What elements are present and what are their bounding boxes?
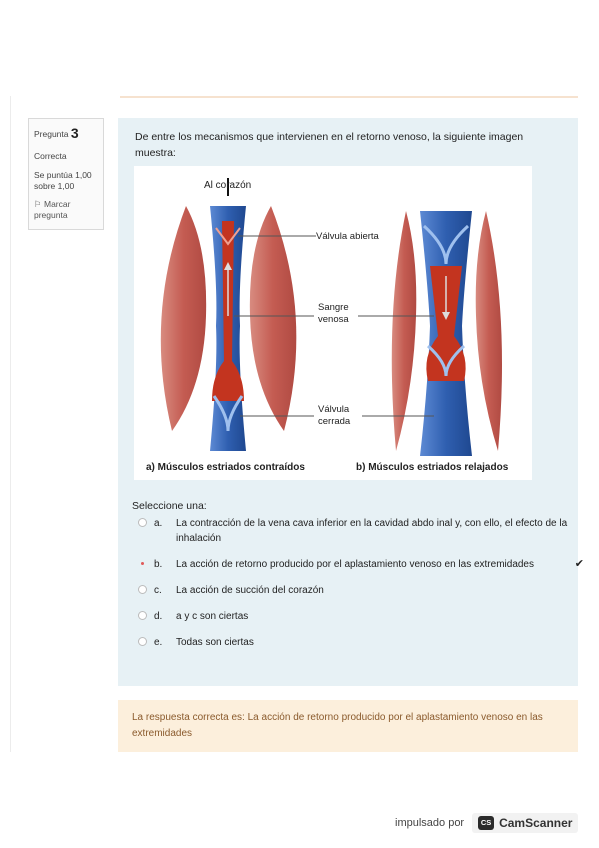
correct-check-icon: ✔	[574, 558, 584, 570]
radio-c[interactable]	[138, 585, 147, 594]
question-number: Pregunta 3	[34, 125, 98, 141]
answer-option-b[interactable]: b. La acción de retorno producido por el…	[138, 557, 584, 572]
flag-label-1: Marcar	[44, 198, 71, 209]
answer-option-d[interactable]: d. a y c son ciertas	[138, 609, 568, 624]
label-closed-valve-2: cerrada	[318, 416, 351, 427]
answer-letter: e.	[154, 637, 163, 648]
label-blood-2: venosa	[318, 314, 349, 325]
answer-letter: c.	[154, 585, 162, 596]
caption-a: a) Músculos estriados contraídos	[146, 462, 305, 473]
contracted-vein	[210, 178, 246, 451]
grade-line-2: sobre 1,00	[34, 181, 75, 192]
camscanner-badge: CS CamScanner	[472, 813, 579, 833]
grade-line-1: Se puntúa 1,00	[34, 170, 92, 180]
radio-b-selected[interactable]	[138, 559, 147, 568]
question-number-value: 3	[70, 125, 79, 141]
answer-letter: a.	[154, 518, 163, 529]
label-open-valve: Válvula abierta	[316, 231, 380, 242]
question-panel: De entre los mecanismos que intervienen …	[118, 118, 584, 686]
answer-option-e[interactable]: e. Todas son ciertas	[138, 635, 568, 650]
relaxed-vein	[420, 211, 472, 456]
answer-letter: b.	[154, 559, 163, 570]
answer-prompt: Seleccione una:	[132, 500, 207, 512]
contracted-muscles	[160, 206, 297, 431]
answer-text: Todas son ciertas	[176, 637, 254, 648]
question-info-panel: Pregunta 3 Correcta Se puntúa 1,00 sobre…	[28, 118, 104, 230]
label-closed-valve-1: Válvula	[318, 404, 350, 415]
answer-letter: d.	[154, 611, 163, 622]
answer-option-c[interactable]: c. La acción de succión del corazón	[138, 583, 568, 598]
radio-d[interactable]	[138, 611, 147, 620]
question-label: Pregunta	[34, 129, 69, 139]
answer-text: La acción de retorno producido por el ap…	[176, 559, 534, 570]
venous-return-figure: Al corazón Válvula abierta Sangre venosa…	[134, 166, 532, 480]
flag-label-2: pregunta	[34, 210, 68, 221]
flag-question-link[interactable]: ⚐ Marcar pregunta	[34, 199, 98, 222]
answer-text: a y c son ciertas	[176, 611, 249, 622]
left-border	[10, 96, 11, 752]
camscanner-brand: CamScanner	[499, 816, 573, 830]
flag-icon: ⚐	[34, 198, 42, 209]
question-text: De entre los mecanismos que intervienen …	[135, 131, 524, 159]
label-blood-1: Sangre	[318, 302, 349, 313]
camscanner-logo-icon: CS	[478, 816, 495, 830]
question-grade: Se puntúa 1,00 sobre 1,00	[34, 170, 98, 193]
answer-text: La contracción de la vena cava inferior …	[176, 518, 568, 544]
relaxed-muscles	[391, 211, 502, 451]
answer-option-a[interactable]: a. La contracción de la vena cava inferi…	[138, 516, 568, 546]
feedback-box: La respuesta correcta es: La acción de r…	[118, 700, 578, 752]
venous-return-illustration: Al corazón Válvula abierta Sangre venosa…	[146, 178, 509, 473]
radio-e[interactable]	[138, 637, 147, 646]
scanner-watermark: impulsado por CS CamScanner	[395, 810, 579, 836]
answer-list: a. La contracción de la vena cava inferi…	[138, 516, 584, 661]
powered-by-text: impulsado por	[395, 817, 465, 829]
question-state: Correcta	[34, 151, 67, 161]
top-divider	[120, 96, 578, 98]
radio-a[interactable]	[138, 518, 147, 527]
label-heart: Al corazón	[204, 180, 251, 191]
answer-text: La acción de succión del corazón	[176, 585, 324, 596]
caption-b: b) Músculos estriados relajados	[356, 462, 509, 473]
